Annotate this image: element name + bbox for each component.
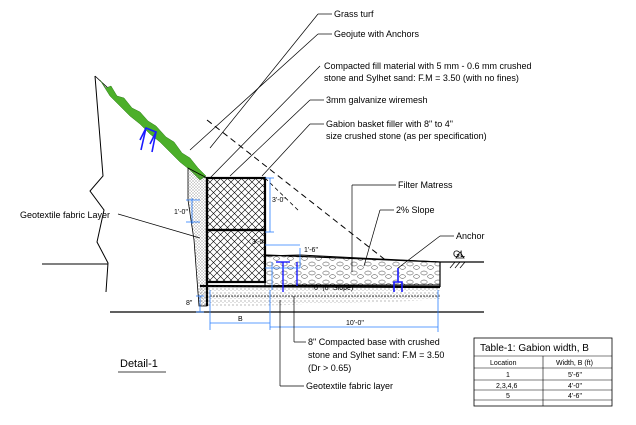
table-header-width: Width, B (ft)	[556, 360, 593, 367]
anchor-mattress	[393, 268, 403, 292]
dim-3-0-top: 3'-0"	[272, 197, 286, 204]
table-header-location: Location	[490, 360, 517, 367]
dim-10-0: 10'-0"	[346, 320, 364, 327]
table-cell: 4'-6"	[568, 393, 582, 400]
label-base-line3: (Dr > 0.65)	[308, 363, 351, 373]
filter-mattress	[264, 254, 441, 287]
dim-b: B	[238, 316, 243, 323]
gl-marker	[455, 251, 465, 259]
table-cell: 4'-0"	[568, 383, 582, 390]
gabion-upper	[205, 176, 267, 232]
table-cell: 5'-6"	[568, 372, 582, 379]
soil-boundary	[89, 75, 109, 293]
label-gabion-line1: Gabion basket filler with 8" to 4"	[326, 119, 453, 129]
label-filter-matress: Filter Matress	[398, 180, 453, 190]
label-base-line2: stone and Sylhet sand: F.M = 3.50	[308, 350, 444, 360]
label-grass-turf: Grass turf	[334, 9, 374, 19]
dim-6-slope: 6" (6" Slope)	[314, 285, 353, 292]
dashed-slope-main	[206, 119, 389, 263]
anchor-slope	[139, 126, 158, 153]
dimension-lines	[186, 177, 439, 332]
label-gabion-line2: size crushed stone (as per specification…	[326, 131, 487, 141]
label-fill-line1: Compacted fill material with 5 mm - 0.6 …	[324, 61, 532, 71]
label-geojute: Geojute with Anchors	[334, 29, 420, 39]
table-cell: 1	[506, 372, 510, 379]
label-slope: 2% Slope	[396, 205, 435, 215]
label-base-line1: 8" Compacted base with crushed	[308, 337, 440, 347]
table-title: Table-1: Gabion width, B	[480, 343, 589, 354]
label-geotextile-bottom: Geotextile fabric layer	[306, 381, 393, 391]
gabion-lower	[205, 228, 267, 284]
dim-3-0-mid: 3'-0"	[252, 239, 266, 246]
leader-lines	[117, 13, 454, 387]
detail-title: Detail-1	[120, 358, 158, 370]
dim-1-0: 1'-0"	[174, 209, 188, 216]
dim-8: 8"	[186, 300, 193, 307]
label-geotextile-top: Geotextile fabric Layer	[20, 210, 110, 220]
gabion-width-table: Table-1: Gabion width, B Location Width,…	[473, 337, 613, 407]
dim-1-6: 1'-6"	[304, 247, 318, 254]
table-cell: 2,3,4,6	[496, 383, 518, 390]
label-wiremesh: 3mm galvanize wiremesh	[326, 95, 428, 105]
label-fill-line2: stone and Sylhet sand: F.M = 3.50 (with …	[324, 73, 519, 83]
label-anchor: Anchor	[456, 231, 485, 241]
table-cell: 5	[506, 393, 510, 400]
gl-hatch	[449, 261, 466, 269]
mattress-top	[264, 254, 441, 263]
anchor-gabion-toe	[276, 261, 298, 292]
dashed-slope-short	[264, 177, 301, 213]
label-gl: GL	[453, 249, 465, 259]
